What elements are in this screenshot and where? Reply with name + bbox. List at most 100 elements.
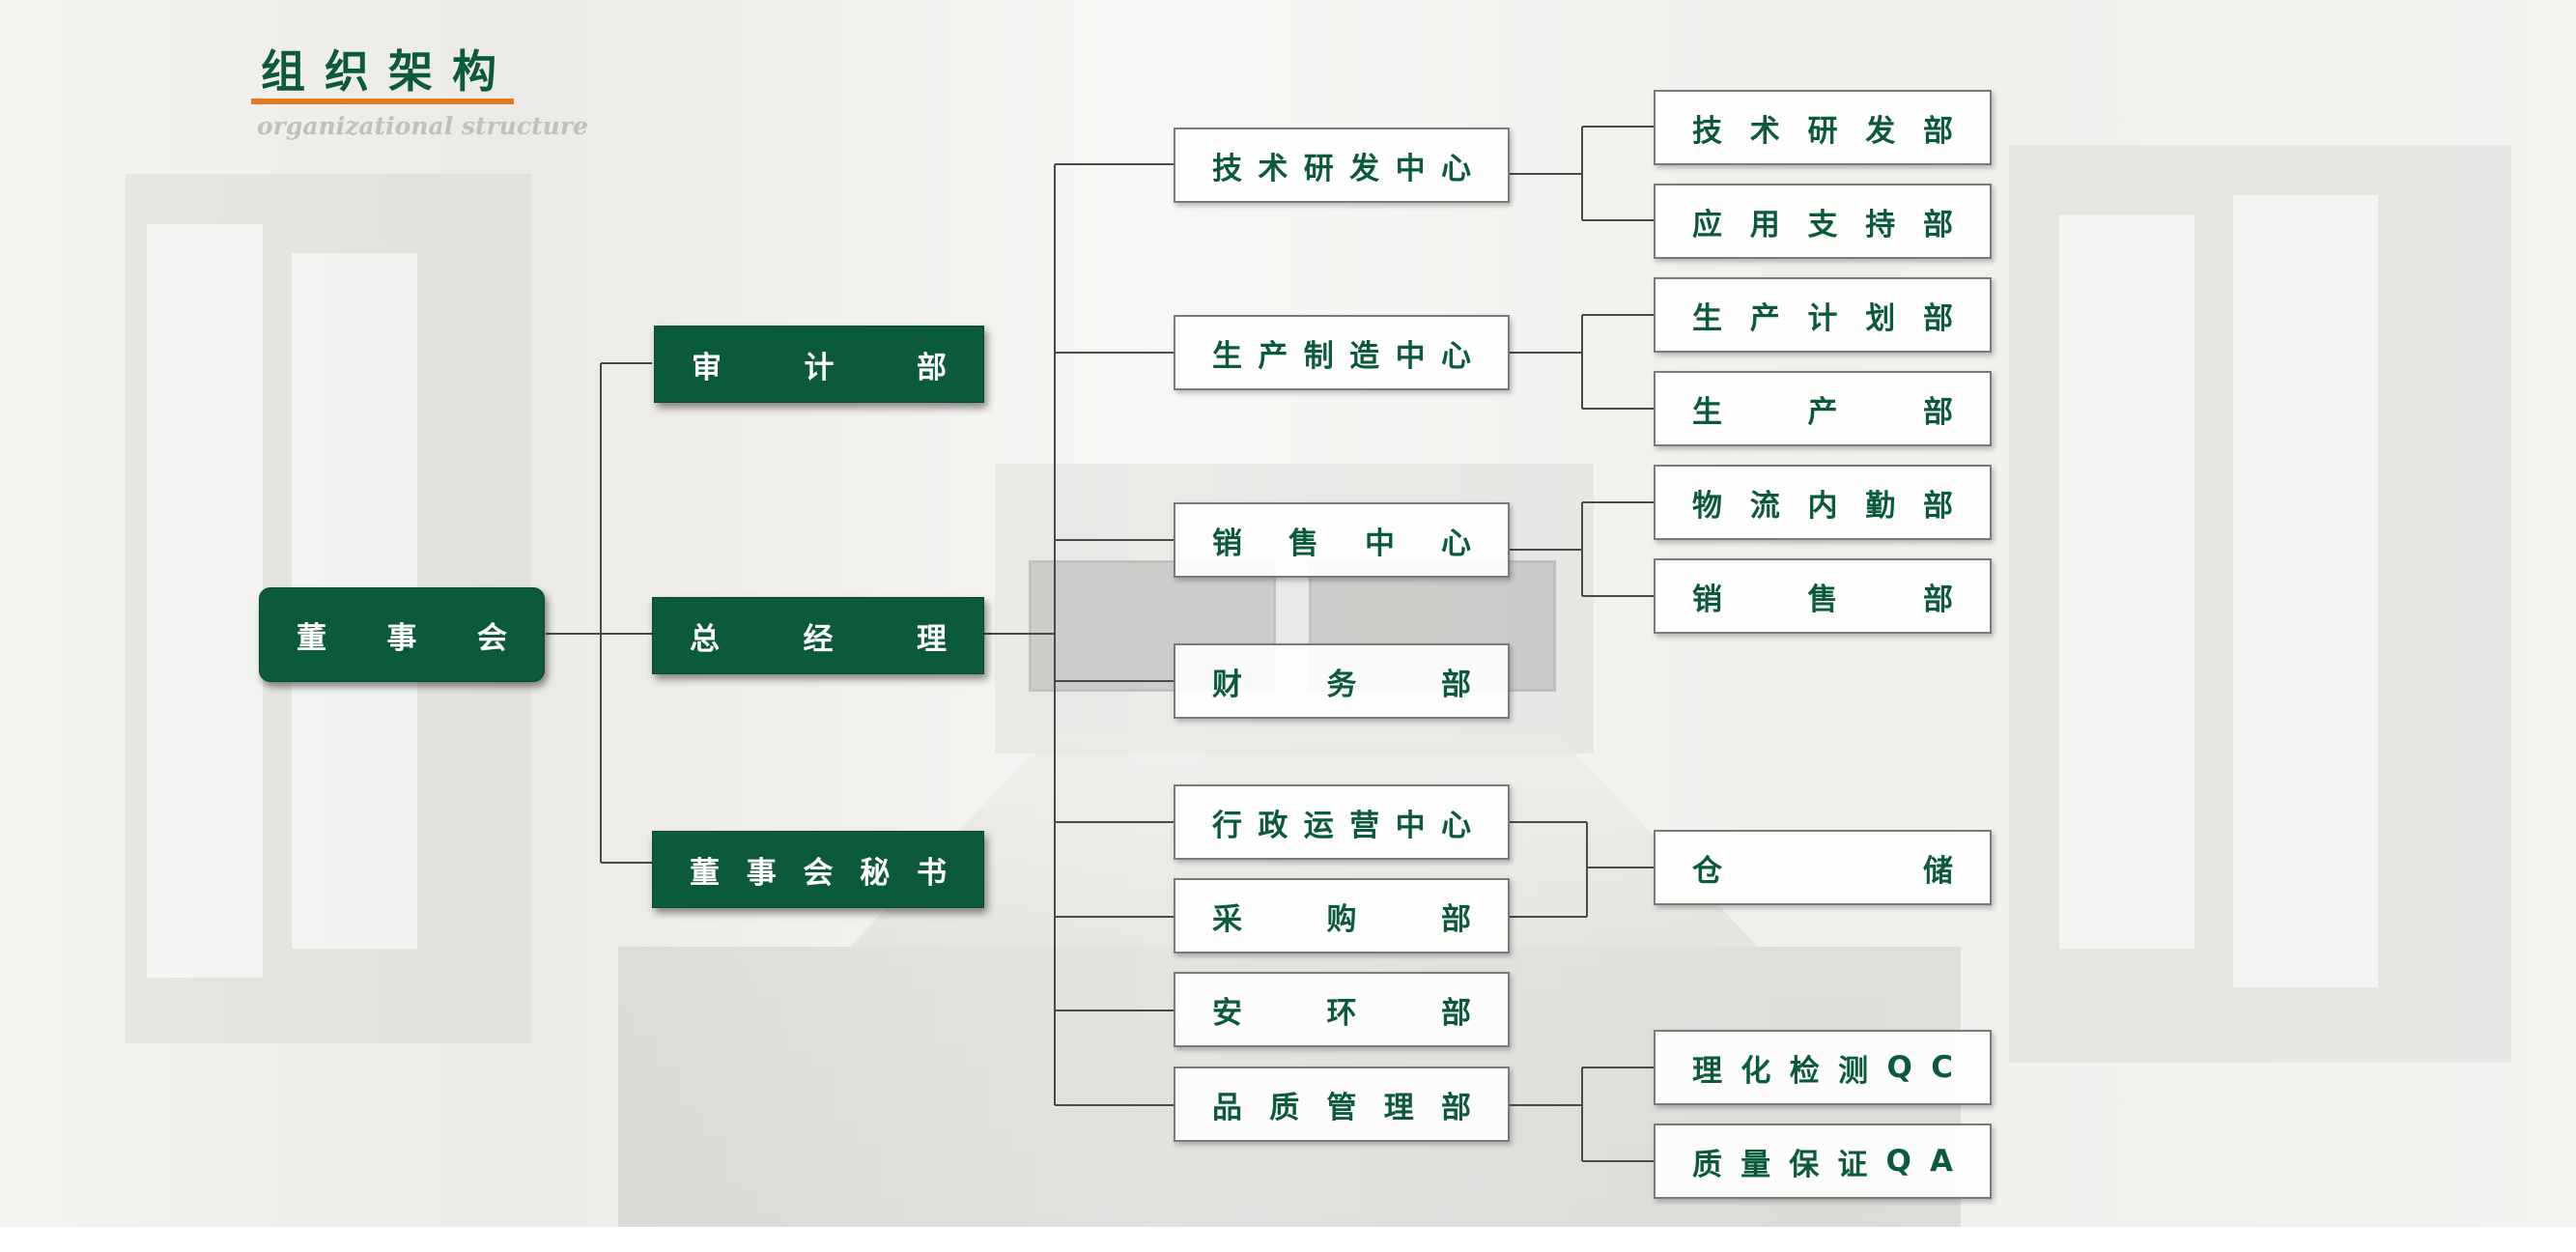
node-label-char: 会 [803,855,834,891]
node-label-char: 部 [1923,582,1953,617]
node-label-char: 产 [1749,300,1780,336]
node-purchasing: 采购部 [1174,878,1510,953]
node-label-char: 术 [1258,151,1288,186]
node-label-char: 部 [1923,394,1953,430]
node-label-char: 技 [1212,151,1242,186]
node-label-char: 中 [1365,526,1395,561]
node-label-char: 营 [1349,808,1380,843]
node-general-manager: 总经理 [652,597,984,674]
node-quality-management: 品质管理部 [1174,1067,1510,1142]
node-label-char: 技 [1692,113,1722,149]
node-label-char: 事 [386,620,417,656]
node-label-char: 计 [804,350,835,385]
node-label-char: 书 [917,855,947,891]
node-label-char: 销 [1212,526,1242,561]
node-logistics-dept: 物流内勤部 [1654,465,1992,540]
node-label-char: 销 [1692,582,1722,617]
node-label-char: 化 [1741,1053,1771,1089]
node-label-char: 秘 [860,855,891,891]
node-label-char: 行 [1212,808,1242,843]
node-label-char: 政 [1258,808,1288,843]
node-label-char: 部 [1923,207,1953,242]
node-label-char: 务 [1326,667,1357,702]
node-sales-dept: 销售部 [1654,558,1992,634]
node-label-char: 董 [297,620,326,656]
node-label-char: 生 [1692,300,1722,336]
node-safety-environment: 安环部 [1174,972,1510,1047]
node-label-char: 理 [1692,1053,1722,1089]
page-subtitle: organizational structure [257,112,588,140]
node-label-char: 制 [1303,338,1334,374]
node-label-char: 证 [1837,1147,1868,1182]
node-label-char: 会 [477,620,507,656]
node-label-char: 中 [1395,338,1426,374]
node-label-char: 售 [1288,526,1318,561]
node-label-char: 部 [1923,488,1953,524]
node-admin-center: 行政运营中心 [1174,784,1510,860]
node-label-char: 中 [1395,808,1426,843]
node-label-char: 储 [1923,853,1953,889]
node-label-char: 造 [1349,338,1380,374]
node-finance: 财务部 [1174,643,1510,719]
node-label-char: Q [1885,1144,1911,1179]
node-label-char: Q [1886,1050,1912,1085]
node-label-char: 心 [1440,151,1471,186]
node-label-char: 研 [1807,113,1838,149]
node-label-char: 生 [1692,394,1722,430]
node-label-char: 董 [690,855,720,891]
node-label-char: 流 [1749,488,1780,524]
node-label-char: 部 [917,350,947,385]
node-label-char: 理 [1383,1090,1414,1125]
node-label-char: 环 [1326,995,1357,1031]
node-label-char: 部 [1923,113,1953,149]
node-board: 董事会 [259,587,545,682]
node-label-char: 部 [1441,1090,1471,1125]
node-label-char: 产 [1807,394,1838,430]
node-label-char: A [1929,1144,1953,1179]
node-label-char: 总 [690,621,720,657]
node-label-char: 勤 [1865,488,1896,524]
node-label-char: 部 [1923,300,1953,336]
node-board-secretary: 董事会秘书 [652,831,984,908]
node-label-char: 理 [917,621,947,657]
node-production-dept: 生产部 [1654,371,1992,446]
node-label-char: 发 [1349,151,1380,186]
node-label-char: 部 [1441,995,1471,1031]
node-tech-rd-dept: 技术研发部 [1654,90,1992,165]
node-tech-rd-center: 技术研发中心 [1174,128,1510,203]
node-label-char: 发 [1865,113,1896,149]
node-label-char: 计 [1807,300,1838,336]
node-label-char: 物 [1692,488,1722,524]
node-label-char: 术 [1749,113,1780,149]
node-label-char: 运 [1303,808,1334,843]
page-title: 组织架构 [261,45,516,98]
node-label-char: 品 [1212,1090,1242,1125]
node-label-char: 产 [1258,338,1288,374]
node-label-char: 部 [1441,667,1471,702]
node-label-char: 心 [1440,338,1471,374]
node-label-char: 量 [1741,1147,1771,1182]
title-underline [251,99,514,104]
node-label-char: 支 [1807,207,1838,242]
node-label-char: 测 [1838,1053,1869,1089]
node-label-char: C [1931,1050,1953,1085]
node-sales-center: 销售中心 [1174,502,1510,578]
node-label-char: 检 [1789,1053,1820,1089]
node-label-char: 划 [1865,300,1896,336]
node-label-char: 生 [1212,338,1242,374]
node-label-char: 经 [803,621,834,657]
node-label-char: 质 [1692,1147,1722,1182]
node-app-support-dept: 应用支持部 [1654,184,1992,259]
node-production-planning-dept: 生产计划部 [1654,277,1992,353]
node-label-char: 事 [746,855,777,891]
node-label-char: 安 [1212,995,1242,1031]
node-label-char: 购 [1326,901,1357,937]
node-label-char: 保 [1789,1147,1820,1182]
node-label-char: 用 [1749,207,1780,242]
node-label-char: 质 [1269,1090,1300,1125]
node-label-char: 财 [1212,667,1242,702]
